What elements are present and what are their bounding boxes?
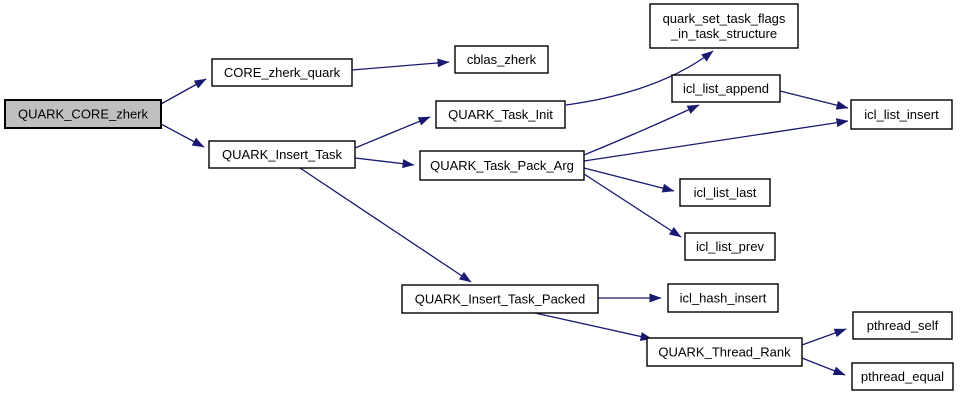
node-label-icl_list_last: icl_list_last	[694, 185, 757, 200]
node-box-quark_core_zherk[interactable]	[4, 99, 162, 129]
edge-quark_task_init-quark_set_task_flags	[565, 50, 714, 106]
node-label-pthread_equal: pthread_equal	[861, 369, 944, 384]
node-box-quark_task_pack_arg[interactable]	[419, 150, 585, 181]
node-box-quark_insert_task_packed[interactable]	[401, 284, 599, 314]
node-label-quark_task_init: QUARK_Task_Init	[448, 107, 553, 122]
node-box-icl_list_insert[interactable]	[850, 99, 953, 130]
node-pthread_self[interactable]: pthread_self	[852, 311, 953, 340]
node-quark_insert_task[interactable]: QUARK_Insert_Task	[208, 140, 356, 169]
node-box-icl_list_last[interactable]	[679, 178, 771, 207]
node-label-quark_insert_task: QUARK_Insert_Task	[222, 147, 342, 162]
node-box-icl_list_prev[interactable]	[684, 232, 776, 261]
node-label-core_zherk_quark: CORE_zherk_quark	[224, 65, 341, 80]
node-quark_core_zherk[interactable]: QUARK_CORE_zherk	[4, 99, 162, 129]
node-quark_thread_rank[interactable]: QUARK_Thread_Rank	[646, 337, 803, 367]
node-label-quark_set_task_flags-line1: quark_set_task_flags	[663, 11, 786, 26]
node-box-quark_set_task_flags[interactable]	[649, 3, 799, 49]
node-icl_list_insert[interactable]: icl_list_insert	[850, 99, 953, 130]
node-icl_list_append[interactable]: icl_list_append	[671, 74, 781, 103]
edge-core_zherk_quark-cblas_zherk	[351, 58, 450, 71]
node-core_zherk_quark[interactable]: CORE_zherk_quark	[211, 58, 353, 87]
edge-quark_thread_rank-pthread_equal	[801, 357, 846, 376]
node-box-quark_insert_task[interactable]	[208, 140, 356, 169]
edges-layer	[160, 50, 849, 376]
edge-quark_insert_task-quark_task_init	[354, 116, 431, 149]
node-label-quark_set_task_flags-line2: _in_task_structure	[670, 26, 777, 41]
edge-quark_core_zherk-quark_insert_task	[160, 123, 205, 148]
edge-icl_list_append-icl_list_insert	[779, 90, 849, 110]
node-label-icl_list_append: icl_list_append	[683, 81, 769, 96]
node-box-cblas_zherk[interactable]	[454, 45, 549, 74]
node-box-icl_list_append[interactable]	[671, 74, 781, 103]
edge-quark_insert_task-quark_insert_task_packed	[299, 167, 472, 283]
edge-quark_task_pack_arg-icl_list_prev	[583, 173, 682, 238]
edge-quark_insert_task_packed-quark_thread_rank	[534, 312, 653, 341]
node-icl_list_last[interactable]: icl_list_last	[679, 178, 771, 207]
node-icl_list_prev[interactable]: icl_list_prev	[684, 232, 776, 261]
node-label-icl_list_insert: icl_list_insert	[864, 107, 939, 122]
node-label-icl_list_prev: icl_list_prev	[696, 239, 764, 254]
nodes-layer: QUARK_CORE_zherk CORE_zherk_quark cblas_zh…	[4, 3, 954, 391]
node-label-pthread_self: pthread_self	[867, 318, 939, 333]
node-box-quark_thread_rank[interactable]	[646, 337, 803, 367]
node-label-quark_task_pack_arg: QUARK_Task_Pack_Arg	[430, 158, 574, 173]
edge-quark_task_pack_arg-icl_list_last	[583, 167, 675, 193]
edge-quark_task_pack_arg-icl_list_append	[583, 104, 700, 156]
node-box-core_zherk_quark[interactable]	[211, 58, 353, 87]
node-box-quark_task_init[interactable]	[435, 100, 566, 129]
node-quark_insert_task_packed[interactable]: QUARK_Insert_Task_Packed	[401, 284, 599, 314]
edge-quark_thread_rank-pthread_self	[801, 328, 847, 346]
node-quark_task_pack_arg[interactable]: QUARK_Task_Pack_Arg	[419, 150, 585, 181]
edge-quark_task_pack_arg-icl_list_insert	[583, 118, 849, 162]
node-icl_hash_insert[interactable]: icl_hash_insert	[667, 283, 779, 313]
node-quark_set_task_flags[interactable]: quark_set_task_flags_in_task_structure	[649, 3, 799, 49]
node-box-icl_hash_insert[interactable]	[667, 283, 779, 313]
edge-quark_core_zherk-core_zherk_quark	[160, 78, 207, 105]
edge-quark_insert_task-quark_task_pack_arg	[354, 157, 415, 169]
node-label-quark_insert_task_packed: QUARK_Insert_Task_Packed	[415, 292, 586, 307]
node-label-quark_core_zherk: QUARK_CORE_zherk	[18, 107, 149, 122]
node-label-quark_thread_rank: QUARK_Thread_Rank	[658, 345, 791, 360]
node-label-icl_hash_insert: icl_hash_insert	[680, 291, 767, 306]
node-quark_task_init[interactable]: QUARK_Task_Init	[435, 100, 566, 129]
node-label-cblas_zherk: cblas_zherk	[467, 52, 537, 67]
node-box-pthread_equal[interactable]	[851, 362, 954, 391]
node-pthread_equal[interactable]: pthread_equal	[851, 362, 954, 391]
node-box-pthread_self[interactable]	[852, 311, 953, 340]
node-cblas_zherk[interactable]: cblas_zherk	[454, 45, 549, 74]
